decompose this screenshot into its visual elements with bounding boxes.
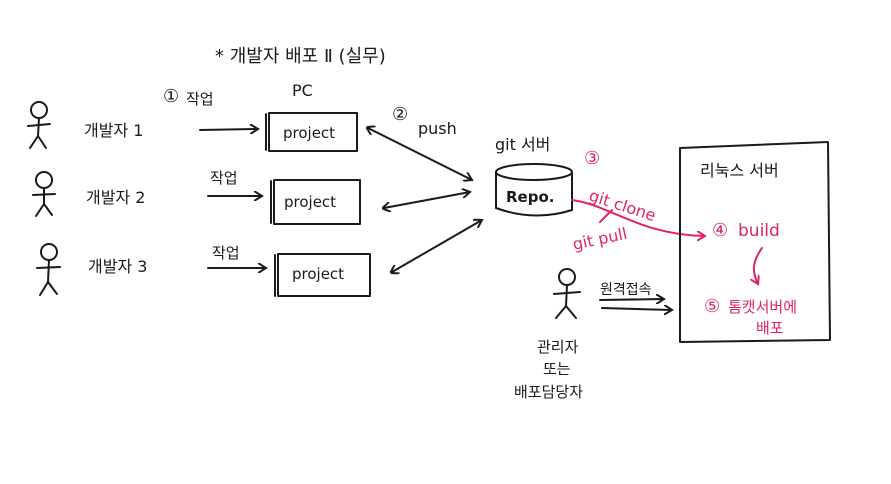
push-arrow-2: [384, 192, 470, 208]
project-box-3: project: [274, 253, 371, 297]
admin-stick-figure: [553, 268, 581, 319]
step1-number: ①: [163, 86, 179, 107]
repo-cylinder: Repo.: [495, 163, 573, 217]
git-server-label: git 서버: [495, 135, 550, 154]
developer-1-stick-figure: [27, 101, 51, 149]
admin-label-line3: 배포담당자: [514, 383, 583, 401]
developer-2-stick-figure: [32, 171, 56, 217]
remote-access-label: 원격접속: [600, 282, 652, 298]
developer-1-label: 개발자 1: [84, 121, 143, 140]
step4-number: ④: [712, 220, 728, 241]
git-clone-label: git clone: [587, 186, 658, 225]
work-label-3: 작업: [212, 244, 240, 262]
step4-label: build: [738, 221, 780, 241]
clone-pull-arrow: [571, 199, 705, 236]
linux-server-label: 리눅스 서버: [700, 161, 779, 180]
repo-label: Repo.: [506, 188, 554, 206]
developer-3-stick-figure: [36, 243, 61, 296]
step3-number: ③: [584, 148, 600, 169]
step1-label: 작업: [186, 90, 214, 108]
step2-number: ②: [392, 104, 408, 125]
developer-2-label: 개발자 2: [86, 188, 145, 207]
pc-label: PC: [292, 81, 313, 100]
step5-number: ⑤: [704, 296, 720, 317]
remote-access-arrow-2: [601, 308, 672, 310]
project-box-2: project: [270, 179, 361, 225]
step2-label: push: [418, 119, 457, 138]
project-box-1: project: [265, 112, 358, 152]
remote-access-arrow-1: [599, 299, 664, 300]
build-to-deploy-arrow: [754, 247, 763, 284]
diagram-title: * 개발자 배포 Ⅱ (실무): [215, 46, 386, 67]
git-pull-label: git pull: [571, 224, 629, 254]
project-label-2: project: [284, 193, 336, 211]
work-label-2: 작업: [210, 169, 238, 187]
step5-label-line1: 톰캣서버에: [728, 298, 797, 316]
push-arrow-3: [392, 220, 482, 272]
pull-tick: [599, 209, 613, 223]
push-arrow-1: [368, 128, 472, 180]
step5-label-line2: 배포: [756, 319, 784, 337]
admin-label-line1: 관리자: [537, 338, 579, 356]
developer-3-label: 개발자 3: [88, 257, 147, 276]
project-label-1: project: [283, 124, 335, 142]
linux-server-box: 리눅스 서버: [679, 141, 831, 343]
work-arrow-1: [199, 129, 258, 130]
project-label-3: project: [292, 265, 344, 283]
admin-label-line2: 또는: [543, 360, 571, 378]
